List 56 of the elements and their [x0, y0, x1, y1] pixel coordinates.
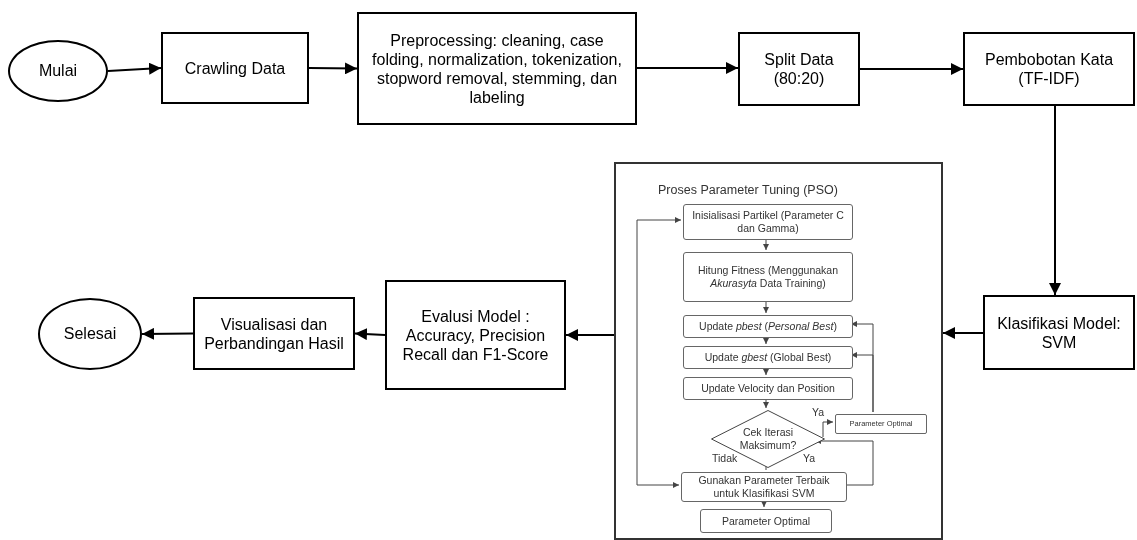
- box-text: Parameter Optimal: [721, 514, 811, 528]
- flow-arrow: [822, 419, 834, 438]
- box-text: Update pbest (Personal Best): [699, 320, 837, 333]
- flow-arrow: [763, 366, 769, 376]
- box-text: Inisialisasi Partikel (Parameter C dan Gamma): [691, 209, 845, 235]
- flow-arrow: [850, 352, 874, 413]
- box-text: Hitung Fitness (Menggunakan Akurasyta Data Training): [696, 264, 840, 290]
- flow-arrow: [763, 237, 769, 251]
- box-text: Cek Iterasi Maksimum?: [739, 426, 797, 452]
- box-text: Split Data (80:20): [763, 50, 835, 88]
- arrow: [141, 327, 194, 340]
- process-box: [683, 377, 853, 400]
- box-text: Update gbest (Global Best): [704, 351, 832, 364]
- process-box: [683, 204, 853, 240]
- flow-arrow: [636, 217, 682, 488]
- arrow: [859, 63, 964, 75]
- process-box: [700, 509, 832, 533]
- box-text: Preprocessing: cleaning, case folding, normalization, tokenization, stopword removal, stemming, dan labeling: [371, 30, 623, 107]
- branch-label: Tidak: [712, 452, 738, 464]
- box-text: Update Velocity dan Position: [701, 382, 835, 395]
- process-box: [681, 472, 847, 502]
- process-box: [357, 12, 637, 125]
- process-box: [983, 295, 1135, 370]
- box-text: Klasifikasi Model: SVM: [996, 313, 1122, 352]
- box-text: Mulai: [38, 61, 78, 81]
- process-box: [835, 414, 927, 434]
- box-text: Visualisasi dan Perbandingan Hasil: [203, 314, 345, 353]
- process-box: [161, 32, 309, 104]
- flow-arrow: [763, 299, 769, 314]
- arrow: [565, 329, 615, 341]
- process-box: [683, 252, 853, 302]
- process-box: [683, 315, 853, 338]
- arrow: [942, 327, 984, 339]
- flow-arrow: [761, 499, 767, 508]
- arrow: [636, 62, 739, 74]
- process-box: [963, 32, 1135, 106]
- arrow: [354, 328, 386, 341]
- box-text: Selesai: [63, 324, 117, 344]
- decision-diamond: [711, 410, 825, 468]
- arrow: [308, 62, 358, 75]
- subprocess-panel: [614, 162, 943, 540]
- process-box: [738, 32, 860, 106]
- arrow: [107, 62, 162, 75]
- branch-label: Ya: [803, 452, 816, 464]
- arrow: [1049, 105, 1061, 296]
- process-box: [385, 280, 566, 390]
- box-text: Crawling Data: [184, 58, 286, 78]
- panel-title: Proses Parameter Tuning (PSO): [658, 182, 838, 199]
- box-text: Evalusi Model : Accuracy, Precision Recall dan F1-Score: [401, 306, 550, 364]
- box-text: Gunakan Parameter Terbaik untuk Klasifikasi SVM: [697, 474, 831, 500]
- process-box: [683, 346, 853, 369]
- flow-arrow: [763, 397, 769, 409]
- box-text: Pembobotan Kata (TF-IDF): [983, 50, 1115, 88]
- process-box: [193, 297, 355, 370]
- edge-label: Ya: [812, 406, 825, 418]
- flow-arrow: [763, 335, 769, 345]
